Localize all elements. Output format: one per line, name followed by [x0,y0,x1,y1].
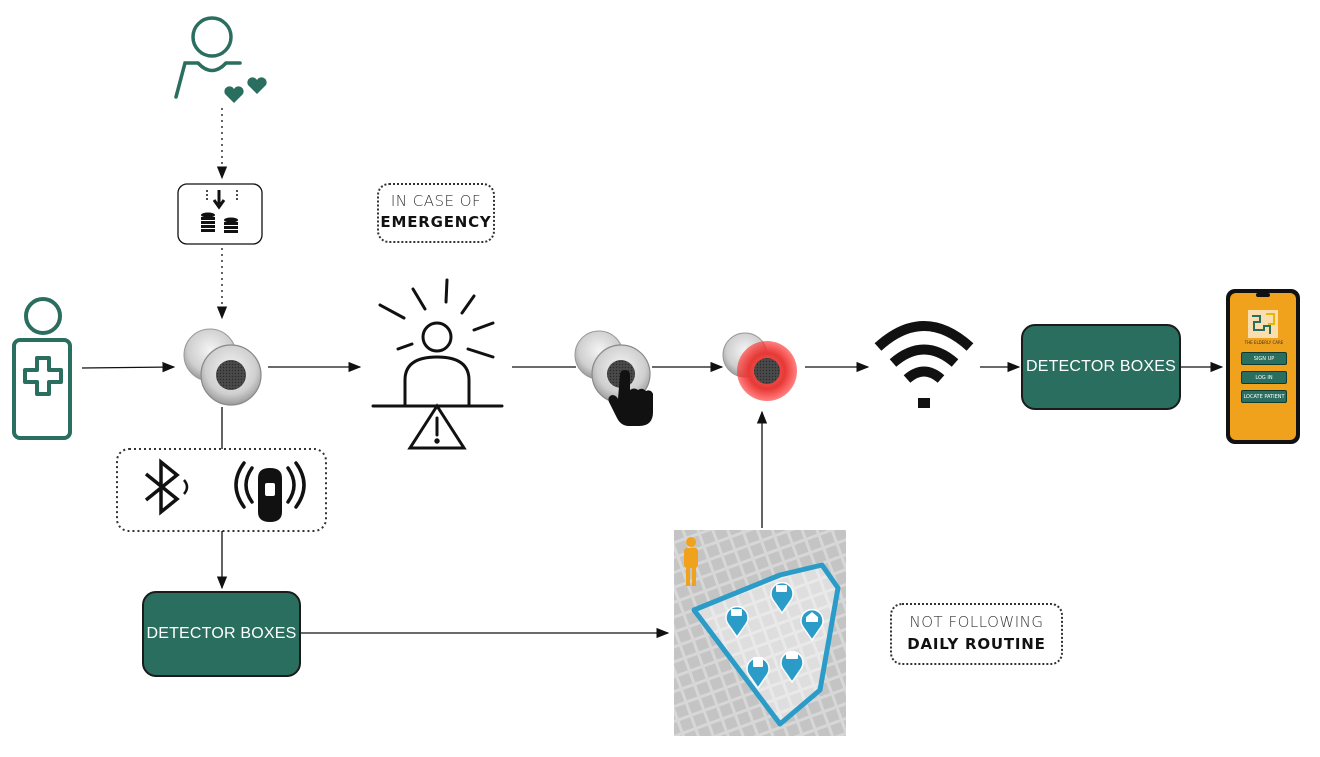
note-emergency: IN CASE OF EMERGENCY [377,183,495,243]
detector-box-bottom: DETECTOR BOXES [142,591,301,677]
coins-payment-icon [177,183,263,245]
bluetooth-icon [144,458,189,516]
note-routine: NOT FOLLOWING DAILY ROUTINE [890,603,1063,665]
wifi-icon [874,321,974,408]
note-emergency-line2: EMERGENCY [380,213,492,231]
alert-person-icon [371,278,504,450]
routine-map-icon [674,530,846,736]
detector-box-top: DETECTOR BOXES [1021,324,1181,410]
smartphone-app-icon [1226,289,1300,444]
panic-button-device-icon [183,328,262,406]
button-press-hand-icon [574,330,653,426]
detector-box-top-label: DETECTOR BOXES [1025,358,1177,375]
note-routine-line2: DAILY ROUTINE [907,635,1046,653]
patient-medical-icon [12,297,72,440]
phone-app-title: THE ELDERLY CARE [1244,340,1284,345]
remote-signal-icon [234,461,306,522]
phone-login-button[interactable]: LOG IN [1241,371,1287,384]
panic-button-active-icon [722,332,797,401]
detector-box-bottom-label: DETECTOR BOXES [146,625,297,642]
phone-locate-button[interactable]: LOCATE PATIENT [1241,390,1287,403]
phone-signup-button[interactable]: SIGN UP [1241,352,1287,365]
arrow-patient-to-device [81,361,176,373]
note-emergency-line1: IN CASE OF [390,192,482,210]
caregiver-heart-icon [174,16,267,103]
note-routine-line1: NOT FOLLOWING [909,613,1044,631]
